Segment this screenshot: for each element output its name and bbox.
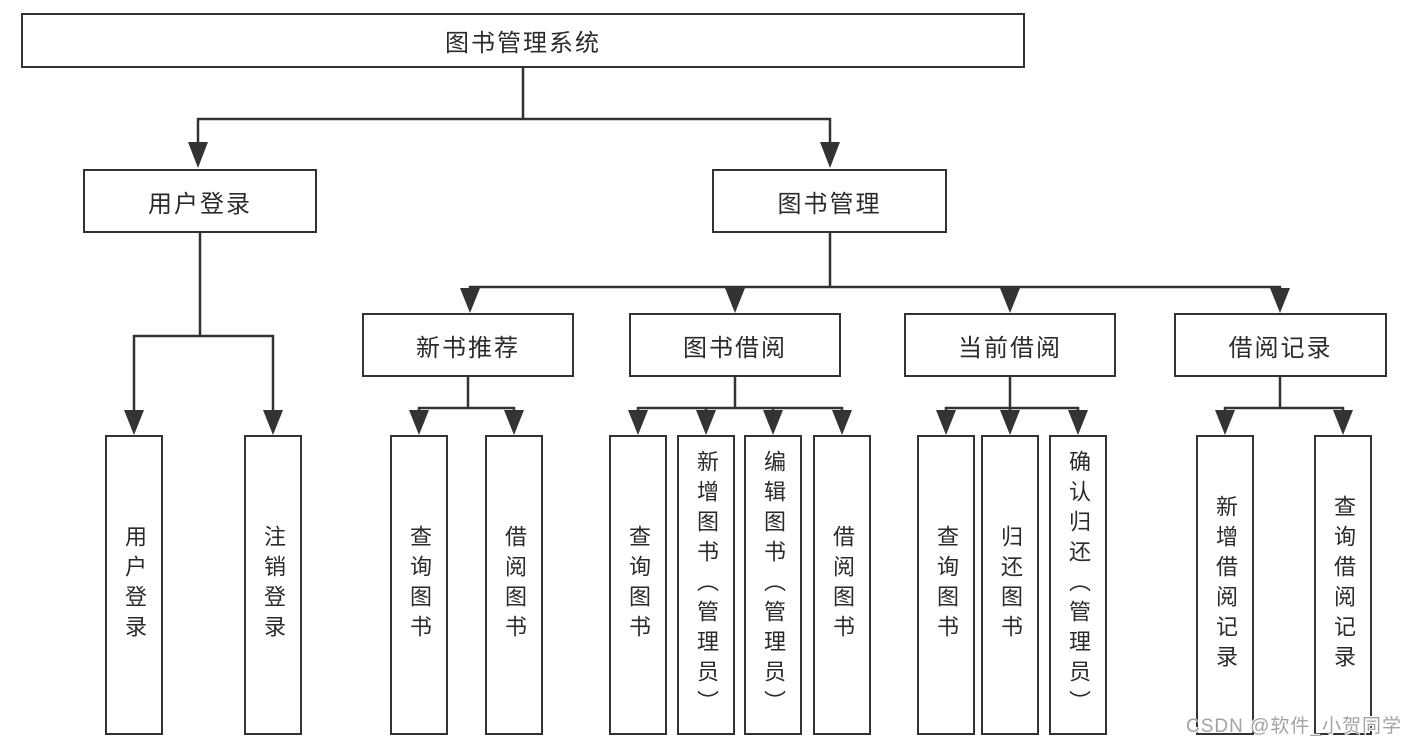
leaf-label: 查询图书 — [626, 525, 651, 645]
leaf-query-books-recommend: 查询图书 — [390, 435, 448, 735]
leaf-user-login: 用户登录 — [105, 435, 163, 735]
connector-current-borrow-leaves — [944, 377, 1080, 414]
leaf-label: 查询图书 — [407, 525, 432, 645]
leaf-edit-books-admin: 编辑图书（管理员） — [744, 435, 802, 735]
arrow-down-icon — [504, 410, 524, 435]
leaf-add-borrow-record: 新增借阅记录 — [1196, 435, 1254, 735]
node-label: 图书管理 — [777, 190, 882, 218]
leaf-borrow-books: 借阅图书 — [813, 435, 871, 735]
arrow-down-icon — [263, 410, 283, 435]
arrow-down-icon — [1068, 410, 1088, 435]
leaf-add-books-admin: 新增图书（管理员） — [677, 435, 735, 735]
leaf-label: 新增借阅记录 — [1213, 495, 1238, 675]
connector-borrow-record-leaves — [1223, 377, 1345, 414]
leaf-label: 注销登录 — [261, 525, 286, 645]
node-label: 图书借阅 — [683, 334, 787, 362]
arrow-down-icon — [820, 142, 840, 168]
arrow-down-icon — [725, 288, 745, 313]
arrow-down-icon — [1333, 410, 1353, 435]
leaf-label: 归还图书 — [998, 525, 1023, 645]
leaf-logout: 注销登录 — [244, 435, 302, 735]
arrow-down-icon — [124, 410, 144, 435]
connector-user-login-subtree — [132, 233, 275, 414]
node-book-management: 图书管理 — [712, 169, 947, 233]
leaf-query-books-current: 查询图书 — [917, 435, 975, 735]
arrow-down-icon — [1000, 410, 1020, 435]
leaf-label: 新增图书（管理员） — [694, 450, 719, 720]
arrow-down-icon — [696, 410, 716, 435]
leaf-query-books-borrow: 查询图书 — [609, 435, 667, 735]
leaf-label: 用户登录 — [122, 525, 147, 645]
leaf-return-books: 归还图书 — [981, 435, 1039, 735]
arrow-down-icon — [1000, 288, 1020, 313]
node-label: 借阅记录 — [1228, 334, 1333, 362]
node-current-borrow: 当前借阅 — [904, 313, 1116, 377]
connector-new-book-recommend-leaves — [417, 377, 516, 414]
node-borrow-record: 借阅记录 — [1174, 313, 1387, 377]
leaf-label: 借阅图书 — [502, 525, 527, 645]
connector-root-to-level2 — [196, 68, 832, 147]
arrow-down-icon — [1215, 410, 1235, 435]
arrow-down-icon — [409, 410, 429, 435]
leaf-label: 确认归还（管理员） — [1066, 450, 1091, 720]
arrow-down-icon — [763, 410, 783, 435]
node-new-book-recommend: 新书推荐 — [362, 313, 574, 377]
arrow-down-icon — [460, 288, 480, 313]
leaf-confirm-return-admin: 确认归还（管理员） — [1049, 435, 1107, 735]
leaf-label: 查询借阅记录 — [1331, 495, 1356, 675]
csdn-watermark: CSDN @软件_小贺同学 — [1186, 716, 1402, 737]
leaf-borrow-books-recommend: 借阅图书 — [485, 435, 543, 735]
arrow-down-icon — [188, 142, 208, 168]
node-label: 当前借阅 — [958, 334, 1062, 362]
arrow-down-icon — [1270, 288, 1290, 313]
leaf-query-borrow-record: 查询借阅记录 — [1314, 435, 1372, 735]
node-book-borrow: 图书借阅 — [629, 313, 841, 377]
node-user-login: 用户登录 — [83, 169, 317, 233]
node-label: 用户登录 — [148, 190, 252, 218]
leaf-label: 借阅图书 — [830, 525, 855, 645]
arrowheads — [124, 142, 1353, 435]
connector-book-management-rail — [468, 233, 1282, 293]
arrow-down-icon — [936, 410, 956, 435]
node-label: 图书管理系统 — [445, 30, 601, 57]
node-library-management-system: 图书管理系统 — [21, 13, 1025, 68]
arrow-down-icon — [628, 410, 648, 435]
leaf-label: 查询图书 — [934, 525, 959, 645]
arrow-down-icon — [832, 410, 852, 435]
connector-book-borrow-leaves — [636, 377, 844, 414]
node-label: 新书推荐 — [416, 334, 520, 362]
leaf-label: 编辑图书（管理员） — [761, 450, 786, 720]
